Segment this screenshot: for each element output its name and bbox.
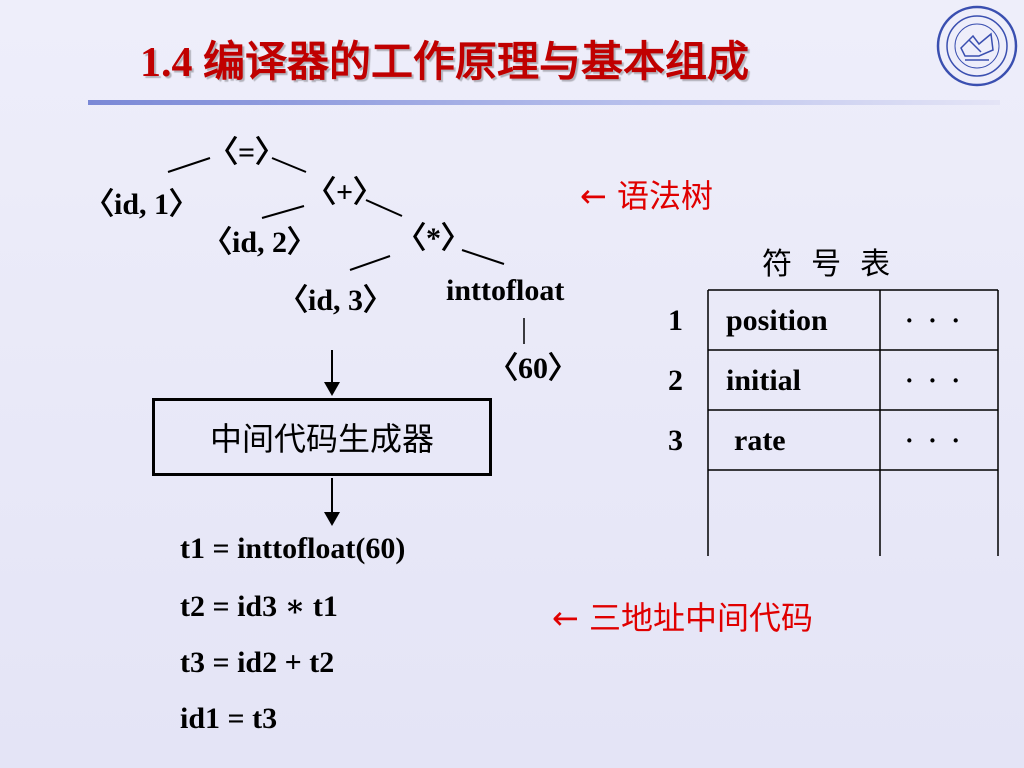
symbol-table-index: 3 — [668, 424, 683, 457]
symbol-table-name: initial — [726, 364, 802, 397]
tree-node-id1: 〈id, 1〉 — [84, 188, 200, 221]
slide-title: 1.4 编译器的工作原理与基本组成 — [140, 40, 750, 86]
syntax-tree-label: ← 语法树 — [580, 177, 713, 215]
code-line: t2 = id3 ∗ t1 — [180, 590, 338, 623]
symbol-table-info: · · · — [905, 366, 965, 395]
edge-plus-id2 — [261, 205, 305, 219]
symbol-table-index: 1 — [668, 304, 683, 337]
tree-node-60: 〈60〉 — [488, 352, 578, 385]
tree-node-inttofloat: inttofloat — [446, 274, 565, 307]
tree-node-times: 〈*〉 — [396, 222, 471, 255]
code-line: id1 = t3 — [180, 702, 278, 735]
tree-node-id2: 〈id, 2〉 — [202, 226, 318, 259]
edge-root-plus — [271, 157, 307, 173]
code-line: t1 = inttofloat(60) — [180, 532, 406, 565]
edge-plus-times — [365, 199, 403, 217]
title-underline — [88, 100, 1000, 105]
symbol-table-info: · · · — [905, 306, 965, 335]
symbol-table-info: · · · — [905, 426, 965, 455]
generator-label: 中间代码生成器 — [209, 420, 434, 458]
university-seal-icon — [936, 5, 1018, 87]
tree-node-plus: 〈+〉 — [306, 176, 384, 209]
symbol-table-grid — [707, 289, 999, 556]
symbol-table-name: position — [726, 304, 828, 337]
edge-root-id1 — [167, 157, 211, 173]
edge-times-id3 — [349, 255, 391, 271]
tree-node-assign: 〈=〉 — [208, 136, 286, 169]
symbol-table-name: rate — [734, 424, 786, 457]
symbol-table-index: 2 — [668, 364, 683, 397]
three-address-code-label: ← 三地址中间代码 — [552, 599, 813, 637]
edge-times-inttofloat — [461, 249, 505, 265]
intermediate-code-generator-box: 中间代码生成器 — [152, 398, 492, 476]
code-line: t3 = id2 + t2 — [180, 646, 335, 679]
tree-node-id3: 〈id, 3〉 — [278, 284, 394, 317]
symbol-table-title: 符 号 表 — [762, 247, 891, 282]
